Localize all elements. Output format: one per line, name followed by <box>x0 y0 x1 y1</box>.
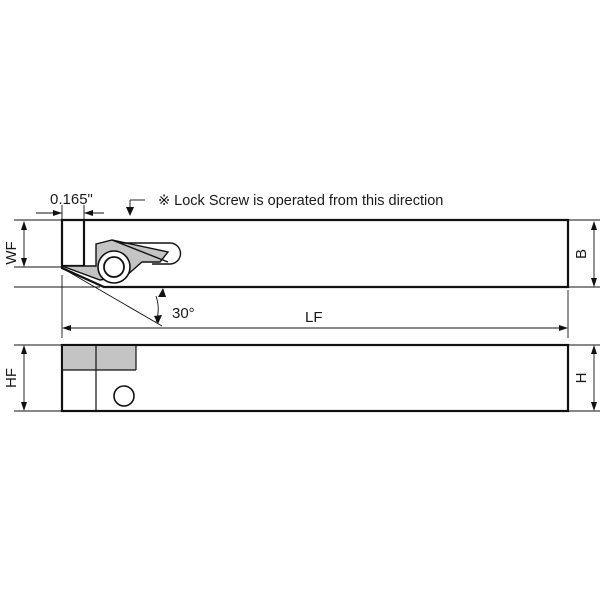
top-view <box>60 218 570 289</box>
offset-dimension: 0.165" <box>36 191 104 220</box>
angle-label: 30° <box>172 305 195 322</box>
hf-dimension: HF <box>3 344 62 412</box>
side-view-shank-outline <box>60 343 570 413</box>
side-view <box>60 343 570 413</box>
h-dimension: H <box>568 344 600 412</box>
lock-screw-note: ※ Lock Screw is operated from this direc… <box>126 193 443 216</box>
lf-dimension: LF <box>61 275 569 338</box>
b-dimension: B <box>568 219 600 288</box>
lock-screw-inner <box>103 256 125 278</box>
clamp-slot <box>120 242 182 265</box>
wf-dimension: WF <box>3 219 100 288</box>
h-label: H <box>573 373 590 384</box>
clamp-edge <box>111 239 169 263</box>
wf-label: WF <box>3 241 20 264</box>
lf-label: LF <box>305 309 323 326</box>
b-label: B <box>573 249 590 259</box>
insert-side <box>63 346 136 370</box>
hf-label: HF <box>3 368 20 388</box>
lock-screw-note-text: ※ Lock Screw is operated from this direc… <box>158 193 443 209</box>
offset-label: 0.165" <box>50 191 93 208</box>
angle-dimension: 30° <box>61 267 195 327</box>
screw-side <box>113 385 135 407</box>
